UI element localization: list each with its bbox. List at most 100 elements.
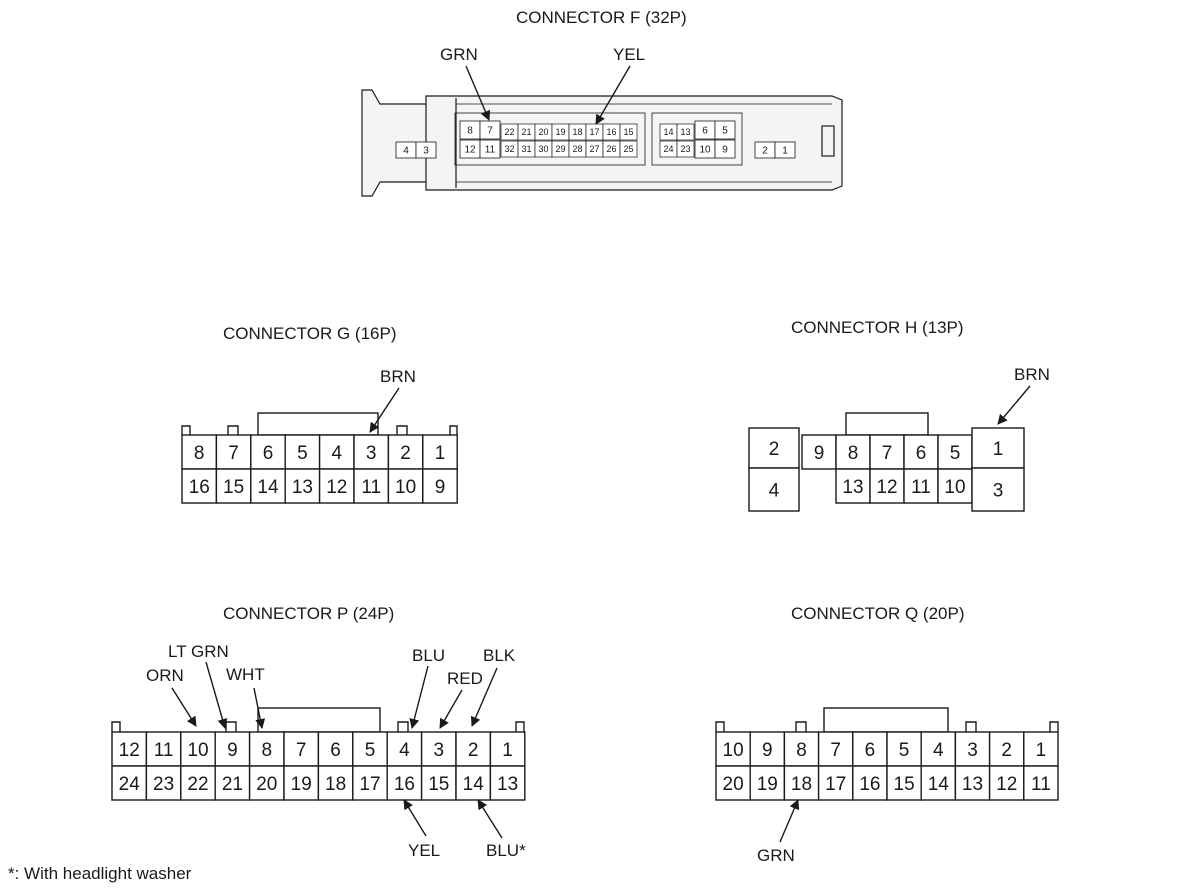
- connector-q-title: CONNECTOR Q (20P): [791, 604, 965, 623]
- connector-g-pin-5-label: 5: [297, 443, 308, 464]
- connector-f-pin-13-cell: [676, 123, 695, 141]
- connector-g-pin-12-label: 12: [326, 477, 347, 498]
- connector-g-pin-4-cell: [318, 434, 355, 470]
- connector-g-pin-7-cell: [215, 434, 252, 470]
- connector-h-title: CONNECTOR H (13P): [791, 318, 964, 337]
- connector-g-title: CONNECTOR G (16P): [223, 324, 397, 343]
- footnote: *: With headlight washer: [8, 864, 192, 883]
- connector-f-pin-4-label: 4: [403, 146, 409, 157]
- leader-arrow-p-blu-star: [477, 799, 503, 839]
- connector-p-pin-5-label: 5: [365, 740, 376, 761]
- connector-g-pin-16-label: 16: [189, 477, 210, 498]
- connector-p-pin-22-cell: [180, 765, 216, 801]
- connector-f-pin-5-label: 5: [722, 126, 728, 137]
- connector-f-pin-7-label: 7: [487, 126, 493, 137]
- connector-p-pin-18-cell: [317, 765, 354, 801]
- connector-g-pin-1-label: 1: [435, 443, 446, 464]
- connector-q-pin-13-label: 13: [962, 774, 983, 795]
- connector-q-pin-12-cell: [988, 765, 1025, 801]
- connector-f-pin-11-label: 11: [485, 145, 496, 156]
- connector-f-pin-9-cell: [714, 139, 736, 159]
- connector-q-pin-17-label: 17: [825, 774, 846, 795]
- leader-arrow-f-grn: [465, 65, 491, 121]
- connector-q-pin-13-cell: [954, 765, 991, 801]
- connector-h-pin-11-label: 11: [911, 477, 931, 498]
- leader-arrow-p-wht: [253, 687, 266, 729]
- connector-q-pin-19-cell: [749, 765, 786, 801]
- connector-f-pin-28-label: 28: [572, 144, 582, 154]
- connector-p-pin-13-label: 13: [497, 774, 518, 795]
- connector-g-pin-6-cell: [250, 434, 286, 470]
- connector-h-pin-4-label: 4: [769, 480, 780, 501]
- connector-p-pin-3-label: 3: [434, 740, 445, 761]
- connector-f-title: CONNECTOR F (32P): [516, 8, 687, 27]
- connector-p-pin-16-label: 16: [394, 774, 415, 795]
- connector-f-block2-frame: [651, 112, 743, 166]
- leader-arrow-q-grn: [779, 799, 800, 843]
- connector-g-pin-13-cell: [284, 468, 321, 504]
- connector-h-pin-6-label: 6: [916, 443, 927, 464]
- connector-g-pin-11-label: 11: [361, 477, 381, 498]
- connector-q-pin-15-label: 15: [894, 774, 915, 795]
- connector-h-pin-11-cell: [903, 468, 939, 504]
- wire-label-p-wht: WHT: [226, 665, 265, 684]
- connector-f-pin-17-label: 17: [589, 127, 599, 137]
- connector-q-pin-8-cell: [783, 731, 820, 767]
- connector-q-pin-14-label: 14: [928, 774, 950, 795]
- connector-q-pin-15-cell: [886, 765, 922, 801]
- connector-p-pin-7-label: 7: [296, 740, 307, 761]
- connector-h-pin-7-label: 7: [882, 443, 893, 464]
- connector-g-pin-1-cell: [422, 434, 458, 470]
- connector-f-pin-25-label: 25: [623, 144, 633, 154]
- wire-label-f-grn: GRN: [440, 45, 478, 64]
- connector-p-pin-9-cell: [214, 731, 251, 767]
- wire-label-p-blu-star: BLU*: [486, 841, 526, 860]
- connector-h-pin-7-cell: [869, 434, 905, 470]
- connector-q-pin-11-label: 11: [1031, 774, 1051, 795]
- connector-p-pin-23-label: 23: [153, 774, 174, 795]
- connector-h-pin-3-label: 3: [993, 480, 1004, 501]
- connector-f-pin-23-cell: [676, 140, 695, 158]
- connector-h-housing: [845, 412, 929, 436]
- connector-p-pin-2-cell: [455, 731, 492, 767]
- connector-f-pin-11-cell: [479, 139, 501, 159]
- connector-p-pin-19-label: 19: [291, 774, 312, 795]
- connector-h-pin-4-cell: [748, 467, 800, 512]
- connector-q-pin-18-label: 18: [791, 774, 812, 795]
- connector-q-pin-10-label: 10: [723, 740, 744, 761]
- connector-p-pin-13-cell: [489, 765, 526, 801]
- connector-p-pin-21-label: 21: [222, 774, 243, 795]
- connector-f-pin-23-label: 23: [680, 144, 690, 154]
- connector-h-pin-2-label: 2: [769, 439, 780, 460]
- connector-q-pin-5-label: 5: [899, 740, 910, 761]
- connector-g-pin-15-label: 15: [223, 477, 244, 498]
- connector-h-pin-1-cell: [971, 427, 1025, 469]
- connector-q-pin-11-cell: [1023, 765, 1059, 801]
- connector-f-pin-26-label: 26: [606, 144, 616, 154]
- connector-g-pin-12-cell: [318, 468, 355, 504]
- connector-p-pin-12-label: 12: [119, 740, 140, 761]
- wire-label-h-brn: BRN: [1014, 365, 1050, 384]
- wire-label-p-yel: YEL: [408, 841, 440, 860]
- connector-f-pin-2-label: 2: [762, 146, 768, 157]
- wire-label-p-blu: BLU: [412, 646, 445, 665]
- connector-p-pin-21-cell: [214, 765, 251, 801]
- connector-h-pin-8-label: 8: [848, 443, 859, 464]
- connector-p-pin-2-label: 2: [468, 740, 479, 761]
- connector-q-pin-7-label: 7: [830, 740, 841, 761]
- connector-p-pin-17-label: 17: [359, 774, 380, 795]
- connector-q-pin-16-cell: [852, 765, 888, 801]
- connector-f-pin-1-cell: [774, 141, 796, 159]
- connector-f-pin-29-label: 29: [555, 144, 565, 154]
- connector-q-pin-12-label: 12: [996, 774, 1017, 795]
- connector-g-pin-2-label: 2: [400, 443, 411, 464]
- connector-p-pin-18-label: 18: [325, 774, 346, 795]
- connector-g-pin-14-label: 14: [257, 477, 279, 498]
- connector-f-pin-10-label: 10: [699, 145, 711, 156]
- connector-q-pin-4-label: 4: [933, 740, 944, 761]
- connector-p-pin-8-cell: [248, 731, 285, 767]
- connector-q-pin-18-cell: [783, 765, 820, 801]
